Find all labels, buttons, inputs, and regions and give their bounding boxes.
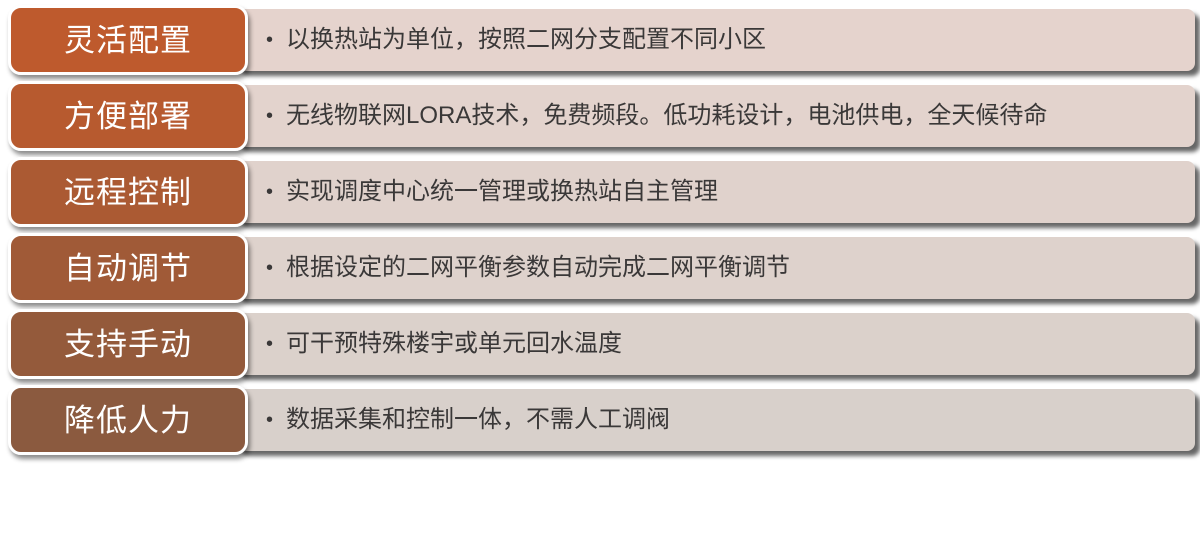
feature-label-text: 灵活配置 [64,22,192,58]
feature-label: 远程控制 [8,157,248,227]
feature-description-bar: • 实现调度中心统一管理或换热站自主管理 [236,161,1195,223]
feature-description: 以换热站为单位，按照二网分支配置不同小区 [286,25,767,53]
bullet-icon: • [266,409,274,431]
feature-description: 可干预特殊楼宇或单元回水温度 [286,329,623,357]
feature-description: 无线物联网LORA技术，免费频段。低功耗设计，电池供电，全天候待命 [286,101,1048,129]
feature-row: 降低人力 • 数据采集和控制一体，不需人工调阀 [8,385,1195,455]
feature-label: 支持手动 [8,309,248,379]
feature-description: 数据采集和控制一体，不需人工调阀 [286,405,671,433]
feature-label-text: 支持手动 [64,326,192,362]
feature-label-text: 降低人力 [64,402,192,438]
feature-row: 灵活配置 • 以换热站为单位，按照二网分支配置不同小区 [8,5,1195,75]
feature-description-bar: • 根据设定的二网平衡参数自动完成二网平衡调节 [236,237,1195,299]
bullet-icon: • [266,257,274,279]
feature-description-bar: • 数据采集和控制一体，不需人工调阀 [236,389,1195,451]
feature-label: 灵活配置 [8,5,248,75]
feature-label-text: 远程控制 [64,174,192,210]
feature-description-bar: • 无线物联网LORA技术，免费频段。低功耗设计，电池供电，全天候待命 [236,85,1195,147]
feature-label-text: 自动调节 [64,250,192,286]
feature-description-bar: • 可干预特殊楼宇或单元回水温度 [236,313,1195,375]
feature-row: 方便部署 • 无线物联网LORA技术，免费频段。低功耗设计，电池供电，全天候待命 [8,81,1195,151]
feature-label-text: 方便部署 [64,98,192,134]
bullet-icon: • [266,181,274,203]
feature-row: 支持手动 • 可干预特殊楼宇或单元回水温度 [8,309,1195,379]
feature-description-bar: • 以换热站为单位，按照二网分支配置不同小区 [236,9,1195,71]
feature-label: 自动调节 [8,233,248,303]
bullet-icon: • [266,105,274,127]
feature-label: 方便部署 [8,81,248,151]
bullet-icon: • [266,29,274,51]
feature-list: 灵活配置 • 以换热站为单位，按照二网分支配置不同小区 方便部署 • 无线物联网… [8,5,1195,461]
feature-description: 实现调度中心统一管理或换热站自主管理 [286,177,719,205]
bullet-icon: • [266,333,274,355]
feature-description: 根据设定的二网平衡参数自动完成二网平衡调节 [286,253,791,281]
feature-row: 远程控制 • 实现调度中心统一管理或换热站自主管理 [8,157,1195,227]
feature-label: 降低人力 [8,385,248,455]
feature-row: 自动调节 • 根据设定的二网平衡参数自动完成二网平衡调节 [8,233,1195,303]
